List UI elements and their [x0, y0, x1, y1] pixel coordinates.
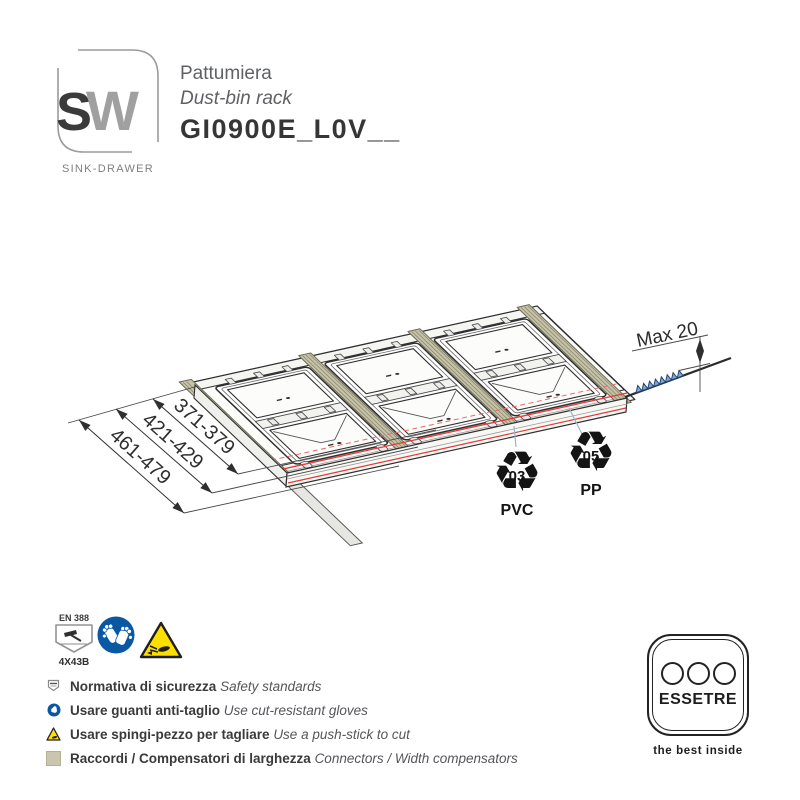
note-text-english: Connectors / Width compensators [314, 750, 518, 766]
connector-swatch [46, 750, 61, 766]
mandatory-gloves-icon [97, 616, 135, 654]
essetre-dots-icon [660, 661, 736, 685]
product-title-english: Dust-bin rack [180, 88, 292, 109]
essetre-logo-box: ESSETRE [647, 634, 749, 736]
en388-standard-label: EN 388 [59, 613, 89, 623]
en388-rating-label: 4X43B [59, 657, 90, 668]
product-code: GI0900E_L0V__ [180, 114, 401, 144]
rail-end-extension [281, 477, 362, 546]
logo-border-arc [57, 68, 132, 153]
cut-warning-icon [46, 727, 61, 742]
note-text-english: Safety standards [220, 678, 322, 694]
recycling-mark-pvc: ♻ 03 PVC [482, 444, 552, 520]
cut-warning-icon [139, 621, 183, 659]
note-text-italian: Usare guanti anti-taglio [70, 702, 224, 718]
logo-letter-s: S [56, 82, 92, 142]
leader-line-pvc [513, 425, 517, 448]
recycling-code: 03 [508, 468, 526, 485]
essetre-logo: ESSETRE the best inside [646, 634, 750, 757]
dimension-line [78, 419, 185, 514]
dust-bin-rack [179, 304, 705, 546]
bin-modules [210, 314, 613, 470]
essetre-name: ESSETRE [658, 690, 738, 708]
safety-pictograms: EN 388 4X43B [55, 613, 183, 668]
essetre-slogan: the best inside [653, 745, 743, 757]
recycling-triangle-icon: ♻ [491, 440, 543, 505]
mandatory-gloves-icon [46, 703, 61, 718]
note-row: Raccordi / Compensatori di larghezza Con… [46, 746, 518, 770]
recycling-code: 05 [582, 448, 600, 465]
bin-module [210, 362, 394, 469]
logo-tagline: SINK-DRAWER [61, 163, 155, 175]
glove-standard-icon [46, 679, 61, 694]
note-row: Usare spingi-pezzo per tagliare Use a pu… [46, 722, 518, 746]
en388-glove-icon: EN 388 4X43B [55, 613, 93, 668]
note-text-italian: Normativa di sicurezza [70, 678, 221, 694]
recycling-material: PVC [500, 502, 534, 519]
note-row: Usare guanti anti-taglio Use cut-resista… [46, 698, 518, 722]
bin-module [319, 338, 503, 445]
note-row: Normativa di sicurezza Safety standards [46, 674, 518, 698]
leader-line-pp [568, 407, 586, 441]
bin-module [428, 314, 612, 421]
note-text-english: Use a push-stick to cut [273, 726, 410, 742]
note-text-english: Use cut-resistant gloves [223, 702, 368, 718]
note-text-italian: Usare spingi-pezzo per tagliare [70, 726, 274, 742]
max-cut-detail: Max 20 [624, 318, 732, 399]
safety-notes: Normativa di sicurezza Safety standards … [46, 674, 518, 770]
recycling-triangle-icon: ♻ [565, 420, 617, 485]
title-block: Pattumiera Dust-bin rack GI0900E_L0V__ [180, 61, 401, 145]
saw-teeth-icon [635, 369, 685, 394]
sink-drawer-logo: S W [56, 49, 159, 153]
recycling-material: PP [580, 482, 602, 499]
note-text-italian: Raccordi / Compensatori di larghezza [70, 750, 315, 766]
cut-line-front [287, 407, 627, 484]
max-cut-label: Max 20 [635, 318, 700, 351]
recycling-mark-pp: ♻ 05 PP [556, 424, 626, 500]
logo-border-arc [78, 49, 159, 142]
logo-letter-w: W [86, 79, 139, 142]
product-title-italian: Pattumiera [180, 63, 272, 84]
cut-lines [263, 384, 628, 472]
